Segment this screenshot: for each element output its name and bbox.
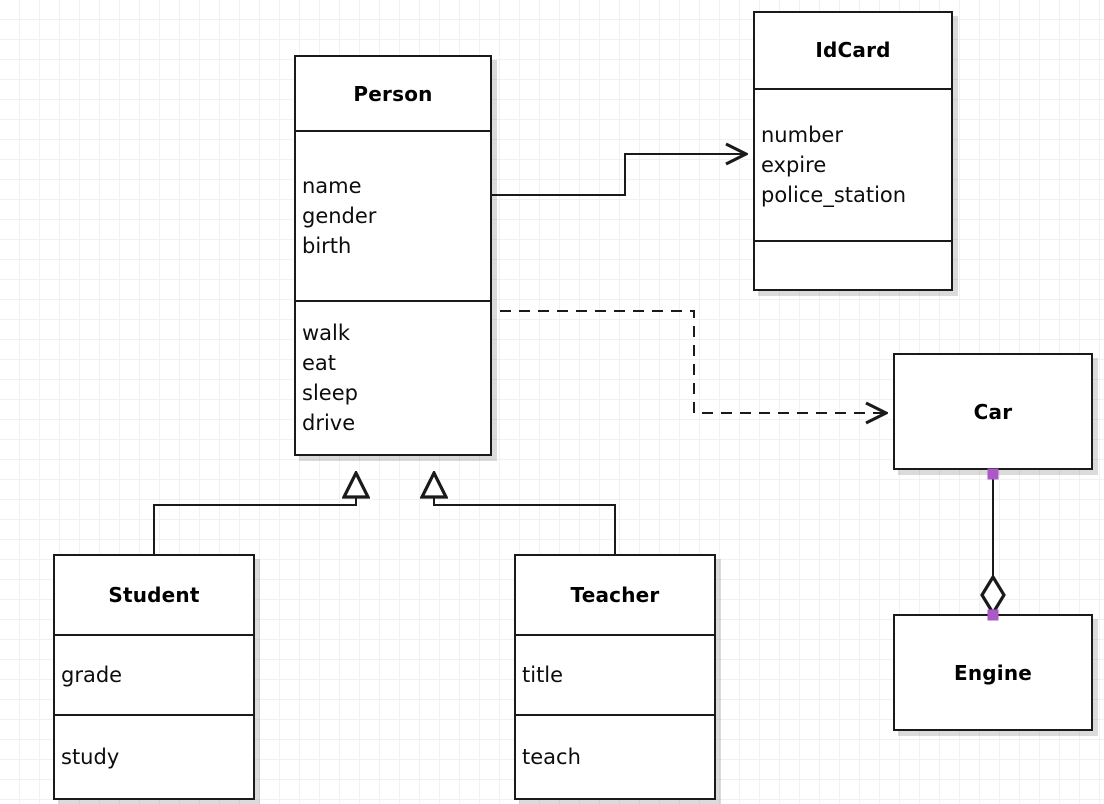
edge-teacher-person[interactable] [434, 473, 616, 556]
class-name-text: IdCard [815, 38, 891, 63]
class-name-text: Engine [953, 660, 1033, 685]
class-box-student[interactable]: Student grade study [53, 554, 255, 800]
attribute-item: expire [761, 152, 827, 177]
class-operations-idcard [755, 239, 951, 289]
class-attributes-student: grade [55, 634, 253, 714]
edge-person-car[interactable] [500, 310, 886, 413]
class-attributes-teacher: title [516, 634, 714, 714]
class-title-engine: Engine [895, 616, 1091, 729]
attribute-item: grade [61, 663, 123, 687]
edge-student-person[interactable] [153, 473, 356, 556]
class-title-teacher: Teacher [516, 556, 714, 634]
attribute-item: birth [302, 234, 352, 259]
class-operations-teacher: teach [516, 714, 714, 798]
class-box-idcard[interactable]: IdCard number expire police_station [753, 11, 953, 291]
connection-handle-engine-top[interactable] [987, 609, 999, 621]
operation-item: walk [302, 321, 351, 346]
operation-item: eat [302, 351, 337, 376]
class-box-teacher[interactable]: Teacher title teach [514, 554, 716, 800]
class-box-car[interactable]: Car [893, 353, 1093, 470]
attribute-item: number [761, 122, 843, 147]
operation-item: sleep [302, 381, 358, 406]
class-attributes-person: name gender birth [296, 130, 490, 300]
attribute-item: police_station [761, 182, 907, 207]
operation-item: teach [522, 745, 581, 769]
class-name-text: Student [108, 583, 200, 607]
class-title-student: Student [55, 556, 253, 634]
class-operations-student: study [55, 714, 253, 798]
attribute-item: name [302, 174, 362, 199]
class-box-person[interactable]: Person name gender birth walk eat sleep … [294, 55, 492, 456]
operation-item: study [61, 745, 120, 769]
class-title-car: Car [895, 355, 1091, 468]
operation-item: drive [302, 411, 356, 436]
class-title-idcard: IdCard [755, 13, 951, 88]
attribute-item: gender [302, 204, 377, 229]
connection-handle-car-bottom[interactable] [987, 468, 999, 480]
attribute-item: title [522, 663, 564, 687]
class-box-engine[interactable]: Engine [893, 614, 1093, 731]
class-name-text: Teacher [570, 583, 660, 607]
class-attributes-idcard: number expire police_station [755, 87, 951, 240]
class-operations-person: walk eat sleep drive [296, 300, 490, 454]
class-name-text: Car [973, 399, 1013, 424]
edge-person-idcard[interactable] [492, 154, 746, 196]
class-title-person: Person [296, 57, 490, 130]
class-name-text: Person [353, 81, 433, 106]
